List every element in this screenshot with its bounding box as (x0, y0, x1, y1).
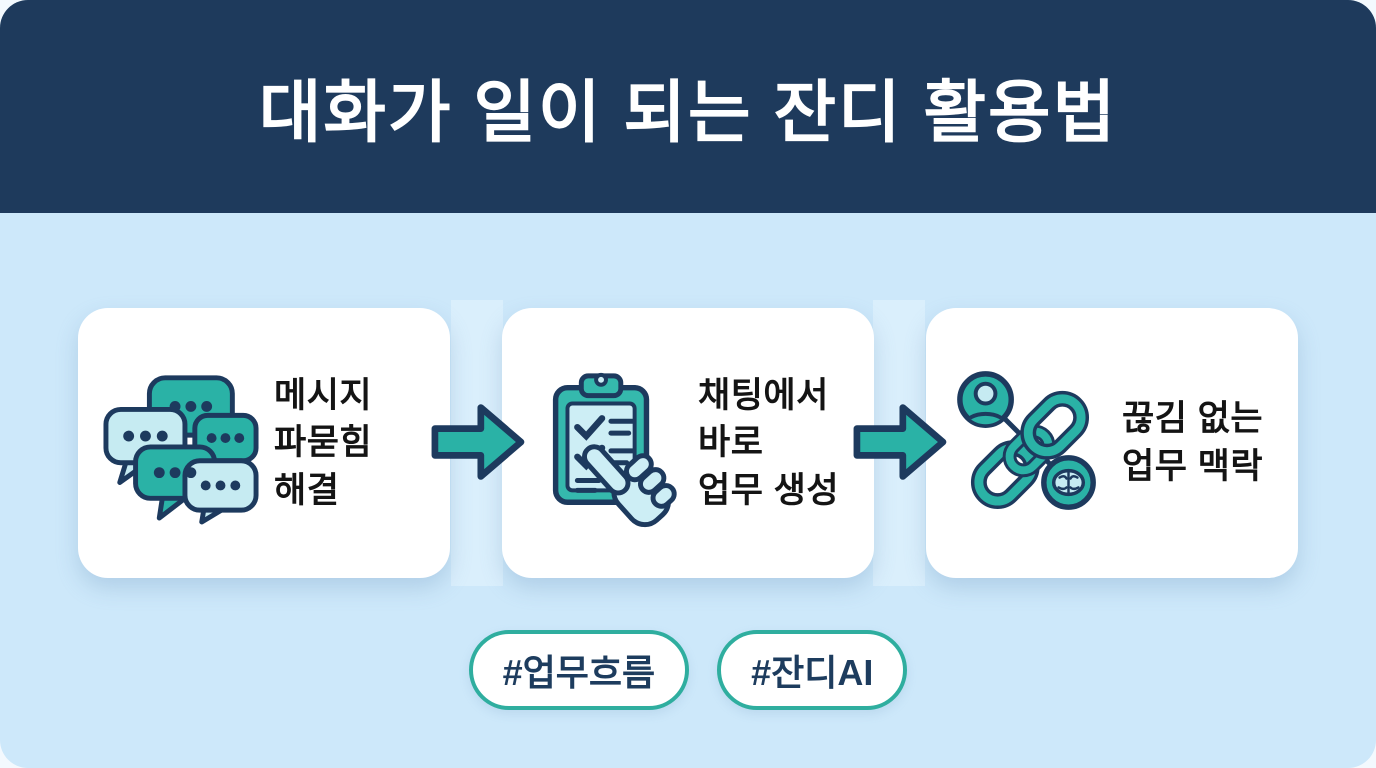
chat-bubbles-icon (102, 364, 260, 525)
card-text-line: 해결 (274, 470, 340, 510)
card-text: 채팅에서 바로 업무 생성 (698, 372, 839, 515)
card-work-context: 끊김 없는 업무 맥락 (926, 308, 1298, 578)
hashtag-label: #잔디AI (751, 652, 874, 693)
clipboard-checklist-icon (526, 364, 684, 528)
chain-link-icon (950, 364, 1108, 522)
header-banner: 대화가 일이 되는 잔디 활용법 (0, 0, 1376, 213)
hashtag-row: #업무흐름 #잔디AI (0, 630, 1376, 710)
card-text-line: 바로 (698, 423, 764, 463)
card-text-line: 메시지 (274, 375, 373, 415)
card-text-line: 파묻힘 (274, 423, 373, 463)
arrow-right-icon (849, 398, 949, 486)
card-text-line: 업무 맥락 (1122, 447, 1264, 486)
card-text-line: 채팅에서 (698, 375, 829, 415)
hashtag-pill-workflow: #업무흐름 (468, 630, 690, 710)
hashtag-pill-jandi-ai: #잔디AI (717, 630, 908, 710)
arrow-right-icon (427, 398, 527, 486)
card-text-line: 업무 생성 (698, 470, 840, 510)
hashtag-label: #업무흐름 (502, 652, 656, 693)
card-text-line: 끊김 없는 (1122, 399, 1264, 439)
card-text: 끊김 없는 업무 맥락 (1122, 395, 1263, 490)
card-task-creation: 채팅에서 바로 업무 생성 (502, 308, 874, 578)
card-text: 메시지 파묻힘 해결 (274, 372, 372, 515)
page-title: 대화가 일이 되는 잔디 활용법 (258, 75, 1118, 151)
card-message-burial: 메시지 파묻힘 해결 (78, 308, 450, 578)
